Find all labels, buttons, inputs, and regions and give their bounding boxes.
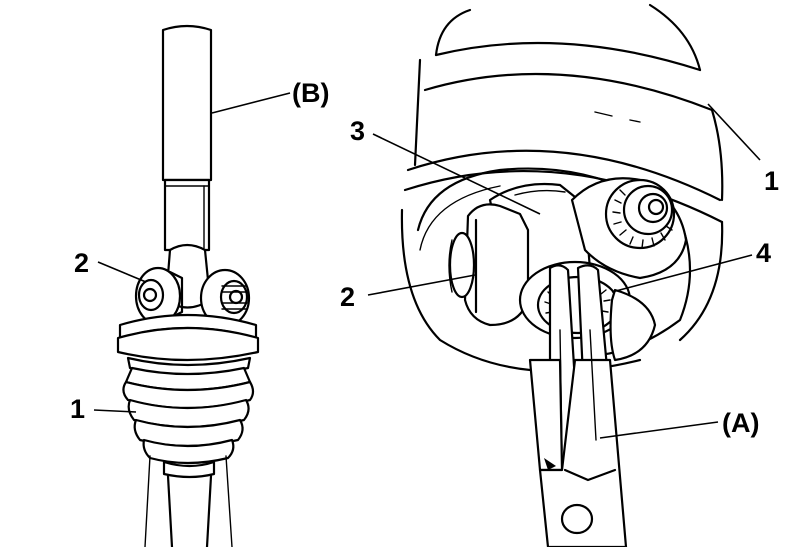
label-4: 4 (756, 238, 771, 268)
axle-shaft (144, 455, 233, 547)
callout-1-right: 1 (707, 103, 779, 196)
snap-ring-pliers (528, 264, 628, 547)
joint-spider (134, 243, 251, 328)
housing-flange (116, 313, 260, 377)
tool-b-rod (161, 24, 213, 252)
label-1-right: 1 (764, 166, 779, 196)
right-illustration: 3 1 4 2 (A) (340, 3, 779, 547)
callout-4-right: 4 (611, 238, 771, 293)
callout-2-right: 2 (340, 274, 476, 312)
label-3: 3 (350, 116, 365, 146)
callout-a-right: (A) (599, 408, 759, 439)
label-a: (A) (722, 408, 759, 438)
label-b: (B) (292, 78, 329, 108)
left-illustration: (B) 2 1 (70, 24, 329, 547)
callout-3-right: 3 (350, 116, 541, 215)
callout-2-left: 2 (74, 248, 147, 283)
roller-left (448, 203, 530, 327)
roller-right (570, 177, 688, 280)
label-2-right: 2 (340, 282, 355, 312)
callout-1-left: 1 (70, 394, 137, 424)
label-1-left: 1 (70, 394, 85, 424)
label-2-left: 2 (74, 248, 89, 278)
boot-bellows (122, 366, 255, 479)
callout-b-left: (B) (211, 78, 329, 114)
